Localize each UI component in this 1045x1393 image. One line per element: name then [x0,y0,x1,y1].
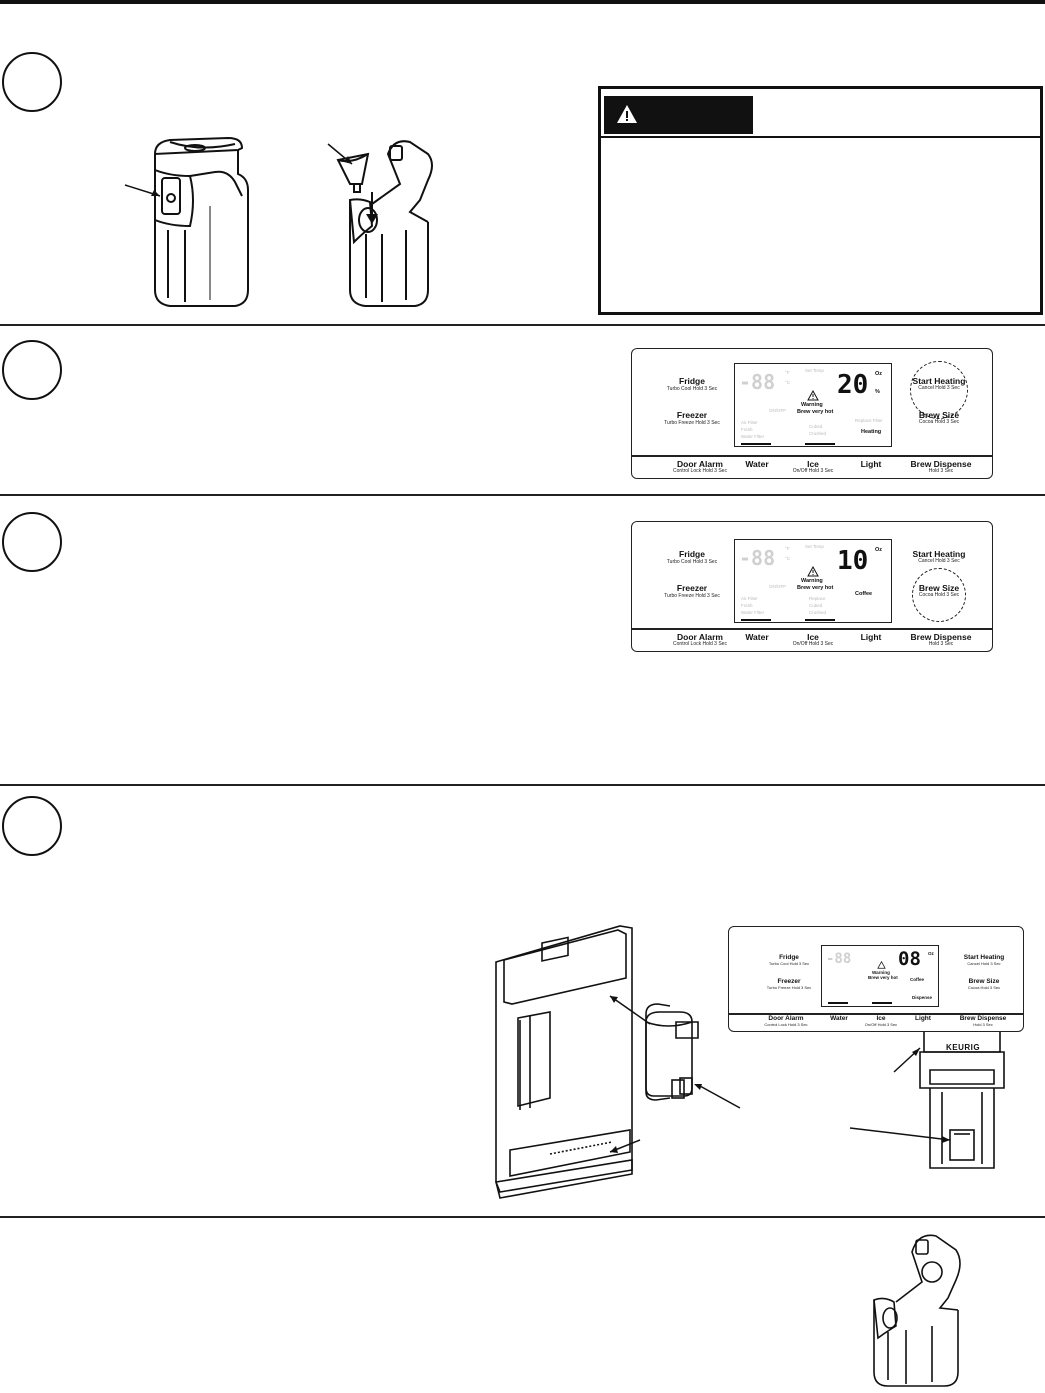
control-panel-step-4: Fridge Turbo Cool Hold 3 Sec Freezer Tur… [728,926,1024,1032]
dispenser-with-brewer-illustration [495,925,685,1199]
warning-box [598,86,1043,315]
lcd-ice-bar [805,619,835,621]
water-button[interactable]: Water [830,1015,848,1022]
control-panel-step-3: Fridge Turbo Cool Hold 3 Sec Freezer Tur… [631,521,993,652]
ice-button[interactable]: Ice [807,632,819,642]
brewer-pod-illustration [645,1011,741,1109]
warning-triangle-icon [877,961,886,969]
start-heating-highlight [910,361,968,419]
brew-size-button[interactable]: Brew Size [918,410,960,420]
section-divider-3 [0,784,1045,786]
water-button[interactable]: Water [745,459,769,469]
ice-button[interactable]: Ice [807,459,819,469]
brewer-open-illustration [327,140,433,307]
step-4-circle [2,796,62,856]
brew-dispense-button[interactable]: Brew Dispense [910,632,972,642]
warning-label [604,96,753,134]
water-button[interactable]: Water [745,632,769,642]
lcd-water-bar [741,443,771,445]
lcd-ice-bar [805,443,835,445]
warning-header [601,89,1040,138]
brew-dispense-button[interactable]: Brew Dispense [959,1015,1007,1022]
section-divider-2 [0,494,1045,496]
step-3-circle [2,512,62,572]
freezer-button[interactable]: Freezer [777,978,801,985]
start-heating-button[interactable]: Start Heating [912,549,966,559]
lcd-status: Dispense [912,995,933,1000]
start-heating-button[interactable]: Start Heating [912,376,966,386]
lcd-display: -88 Warning Brew very hot 08 Oz Coffee D… [821,945,939,1007]
warning-triangle-icon [617,105,637,123]
step-1-circle [2,52,62,112]
lcd-brew-value: 08 [898,948,921,970]
brew-size-highlight [912,568,966,622]
brew-dispense-button[interactable]: Brew Dispense [910,459,972,469]
freezer-button[interactable]: Freezer [676,583,708,593]
control-panel-step-2: Fridge Turbo Cool Hold 3 Sec Freezer Tur… [631,348,993,479]
freezer-button[interactable]: Freezer [676,410,708,420]
brew-size-button[interactable]: Brew Size [918,583,960,593]
fridge-button[interactable]: Fridge [679,376,705,386]
lcd-display: -88 °F °C Set Temp ON/OFF Air Filter Fre… [734,539,892,623]
warning-triangle-icon [807,566,819,577]
section-divider-4 [0,1216,1045,1218]
fridge-button[interactable]: Fridge [679,549,705,559]
light-button[interactable]: Light [860,459,882,469]
door-alarm-button[interactable]: Door Alarm [677,459,723,469]
brewer-closed-illustration [124,136,249,307]
step-2-circle [2,340,62,400]
lcd-display: -88 °F °C Set Temp ON/OFF Air Filter Fre… [734,363,892,447]
ice-button[interactable]: Ice [876,1015,886,1022]
lcd-status: Coffee [855,591,873,597]
brewer-open-final-illustration [873,1234,961,1387]
light-button[interactable]: Light [860,632,882,642]
door-alarm-button[interactable]: Door Alarm [768,1015,804,1022]
warning-triangle-icon [807,390,819,401]
lcd-brew-value: 10 [837,546,869,576]
lcd-water-bar [741,619,771,621]
light-button[interactable]: Light [915,1015,931,1022]
lcd-brew-value: 20 [837,370,869,400]
section-divider-1 [0,324,1045,326]
top-rule [0,0,1045,4]
lcd-status: Heating [861,429,882,435]
start-heating-button[interactable]: Start Heating [963,954,1005,961]
fridge-button[interactable]: Fridge [779,954,799,961]
brew-size-button[interactable]: Brew Size [968,978,1000,985]
brewer-brand-label: KEURIG [946,1043,981,1052]
brewer-installed-illustration [849,1032,1005,1169]
door-alarm-button[interactable]: Door Alarm [677,632,723,642]
